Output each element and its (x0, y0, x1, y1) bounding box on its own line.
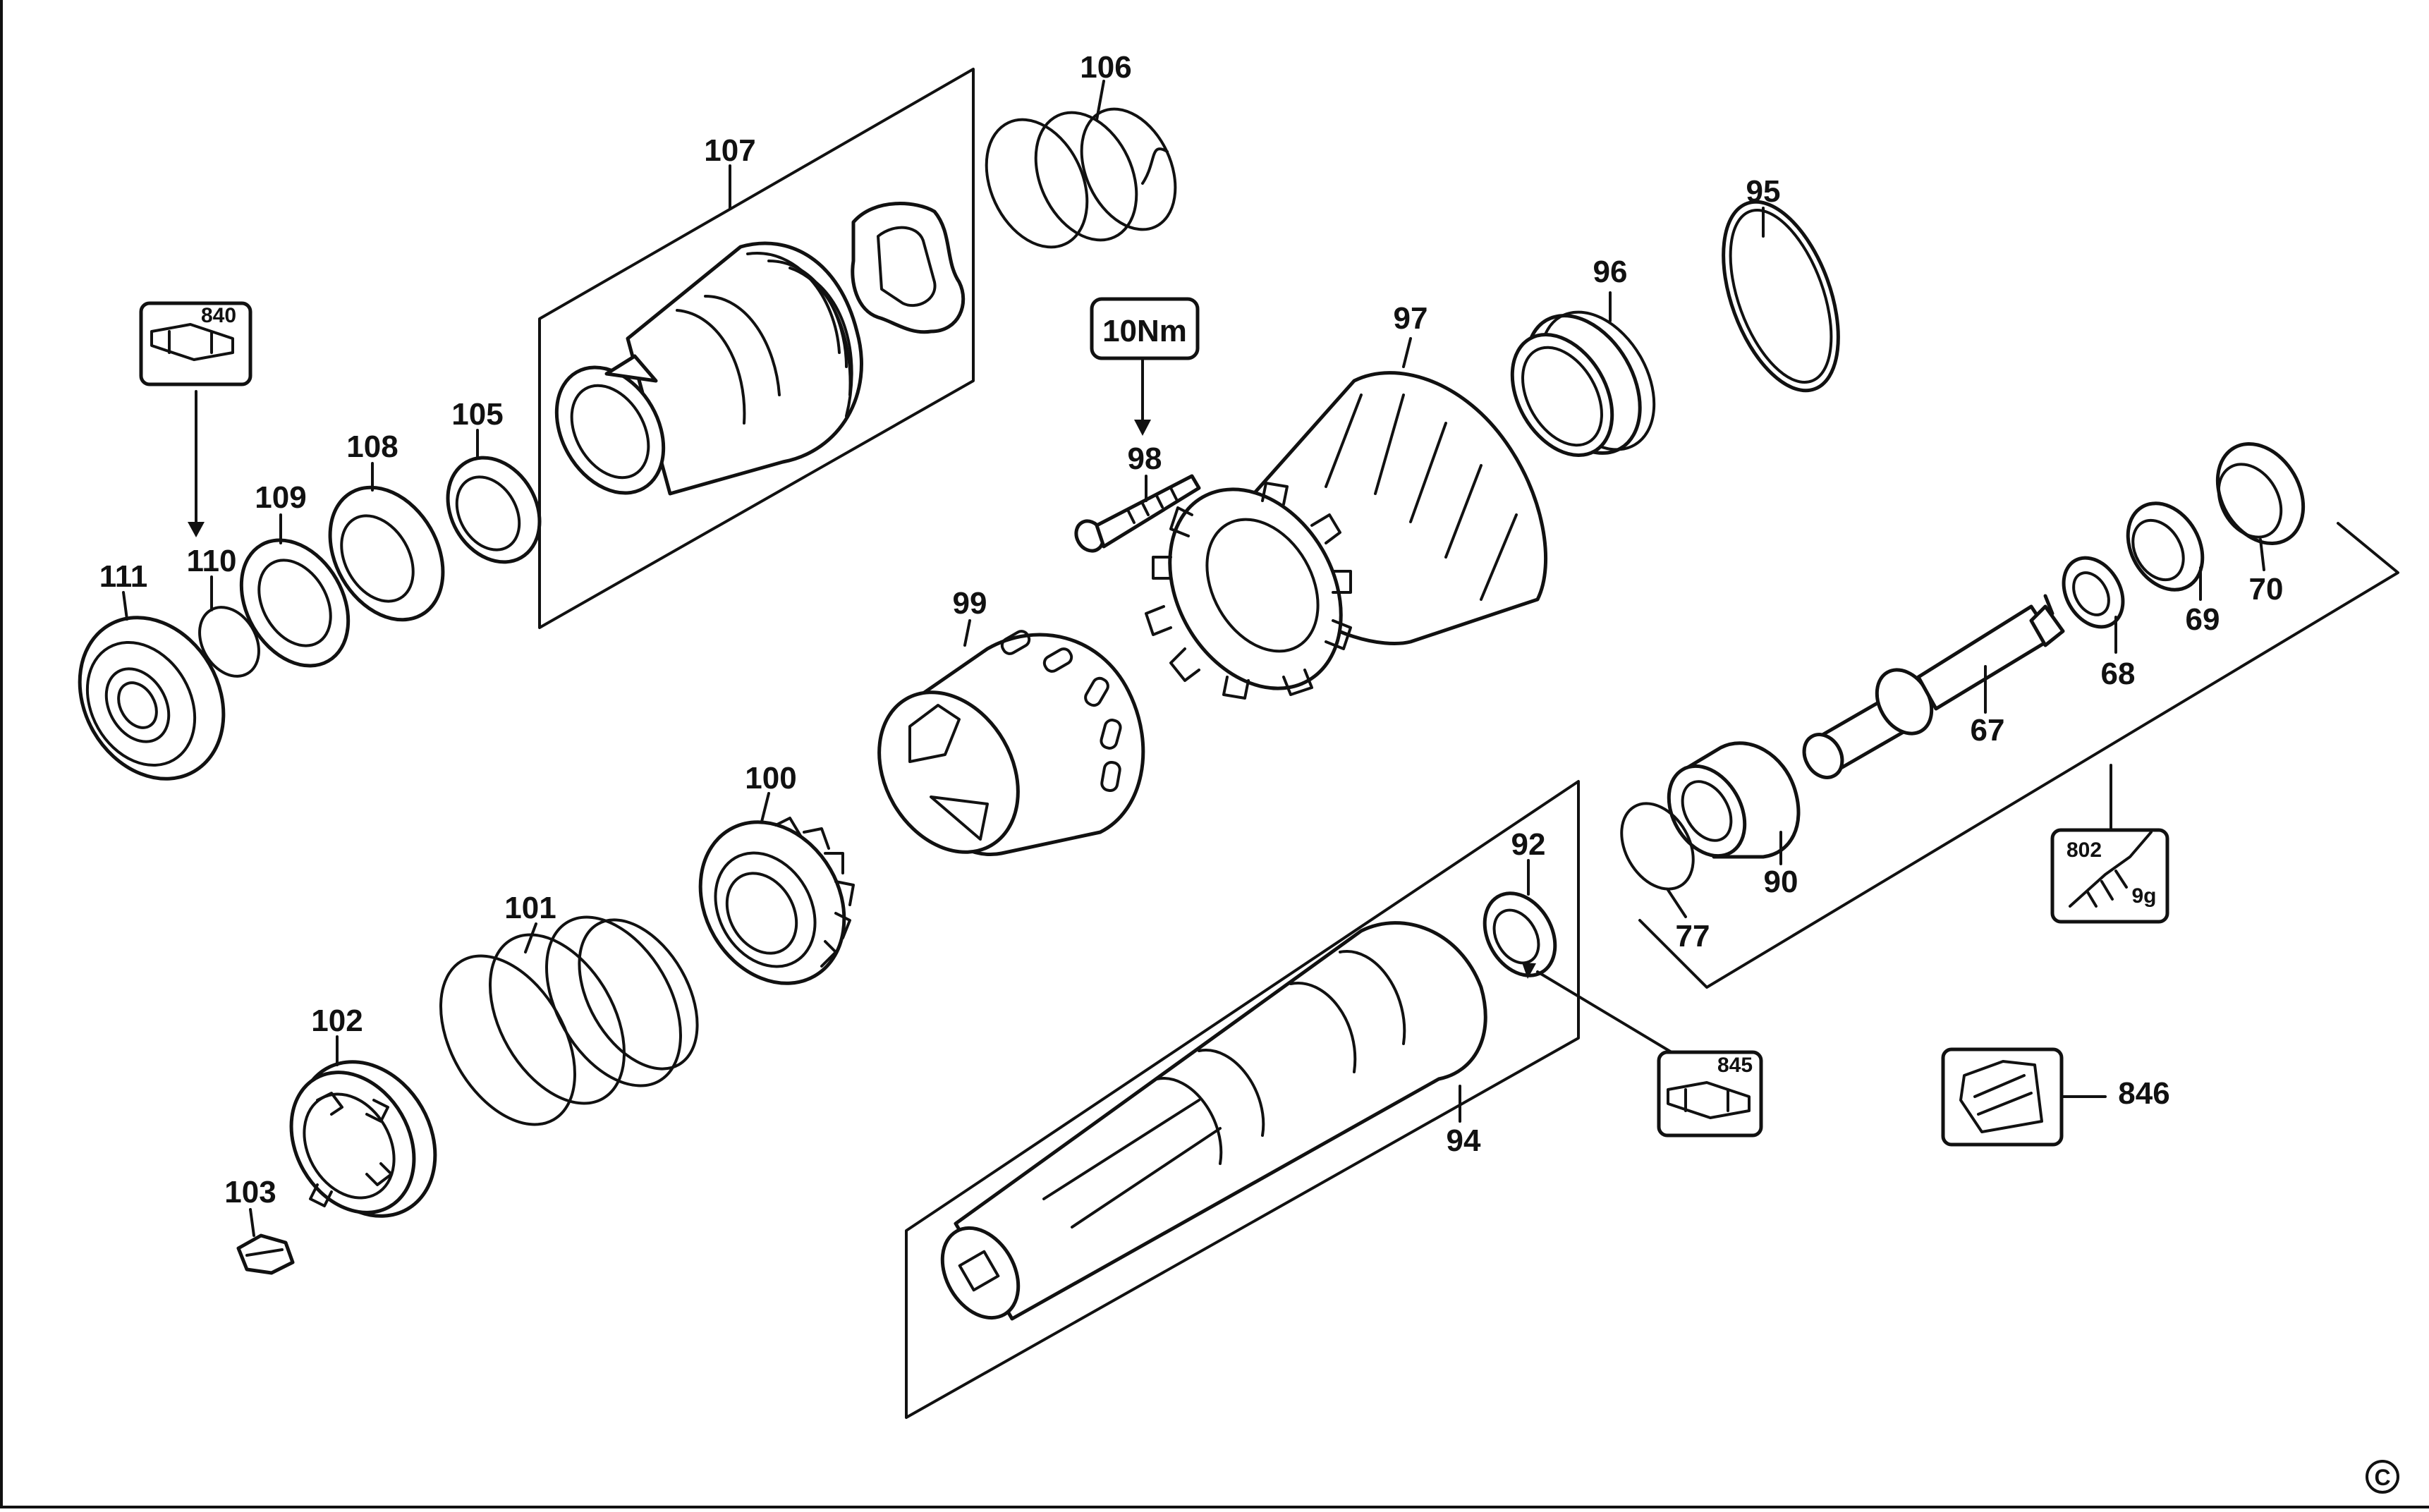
part-102-chuck-nut (289, 1060, 437, 1218)
leader-103 (249, 1208, 255, 1237)
part-92-ring (1483, 891, 1557, 977)
grease-pack-icon (1959, 1060, 2043, 1133)
part-69-ring (2126, 501, 2205, 592)
kit-845-arrow-line (1536, 970, 1676, 1056)
kit-845-box (1657, 1050, 1763, 1138)
label-77: 77 (1676, 919, 1710, 953)
label-111: 111 (99, 559, 148, 594)
part-95-o-ring (1722, 200, 1840, 393)
leader-99 (963, 619, 971, 647)
kit-802-label: 802 (2066, 839, 2102, 862)
leader-77 (1667, 889, 1687, 918)
kit-802-box (2050, 828, 2169, 924)
label-90: 90 (1764, 865, 1798, 899)
part-101-spring (439, 915, 699, 1126)
label-70: 70 (2249, 572, 2284, 606)
part-108-ring (328, 485, 445, 622)
part-97-cone-housing (1145, 371, 1548, 700)
part-111-cap (78, 616, 226, 781)
part-70-ring (2215, 441, 2306, 546)
label-98: 98 (1128, 441, 1162, 476)
kit-67-frame (1638, 522, 2399, 989)
part-94-spindle (940, 921, 1487, 1321)
part-109-washer (239, 538, 351, 668)
kit-840-arrow-head (188, 522, 205, 537)
label-109: 109 (255, 480, 306, 515)
label-94: 94 (1447, 1123, 1481, 1158)
torque-spec-label: 10Nm (1102, 314, 1187, 348)
leader-101 (524, 922, 537, 953)
part-100-gear-ring (698, 817, 855, 985)
part-68-ring (2062, 556, 2125, 629)
part-99-cage (877, 630, 1145, 856)
label-67: 67 (1971, 713, 2005, 748)
kit-845-label: 845 (1717, 1054, 1753, 1077)
label-68: 68 (2101, 657, 2136, 691)
kit-94-frame (905, 780, 1580, 1419)
label-103: 103 (224, 1175, 276, 1209)
copyright-icon (2366, 1460, 2399, 1494)
kit-846-box (1941, 1047, 2064, 1147)
part-107-sleeve (554, 241, 863, 496)
kit-845-arrow-head (1522, 963, 1536, 979)
label-100: 100 (745, 761, 796, 795)
part-96-ring (1510, 310, 1656, 457)
label-107: 107 (704, 133, 755, 168)
copyright-letter: C (2374, 1465, 2390, 1490)
torque-arrow-head (1134, 420, 1151, 436)
kit-840-box (139, 301, 252, 386)
leader-100 (760, 792, 770, 823)
kit-840-label: 840 (201, 304, 236, 327)
label-97: 97 (1394, 301, 1428, 336)
label-102: 102 (311, 1004, 363, 1038)
clip-kit-icon (150, 323, 234, 361)
label-108: 108 (346, 429, 398, 464)
label-101: 101 (504, 891, 556, 925)
label-95: 95 (1746, 174, 1781, 209)
part-106-spring (985, 107, 1177, 249)
part-98-screw (1074, 474, 1201, 553)
label-99: 99 (953, 586, 987, 621)
leader-111 (122, 591, 128, 621)
part-105-ring (446, 456, 542, 564)
part-77-o-ring (1620, 802, 1695, 891)
label-110: 110 (187, 544, 237, 578)
grease-tube-icon (2069, 831, 2153, 908)
part-103-clip (236, 1233, 295, 1275)
leader-70 (2259, 538, 2265, 571)
part-67-striker (1802, 594, 2065, 779)
label-105: 105 (451, 397, 503, 432)
torque-spec-box (1090, 297, 1200, 360)
kit-802-amount: 9g (2131, 884, 2156, 908)
label-96: 96 (1593, 255, 1628, 289)
kit-846-label: 846 (2118, 1076, 2169, 1111)
clip-kit-icon (1667, 1081, 1751, 1119)
label-106: 106 (1080, 50, 1131, 85)
leader-97 (1402, 337, 1412, 368)
label-69: 69 (2186, 602, 2220, 637)
label-92: 92 (1511, 827, 1546, 862)
leader-106 (1095, 80, 1105, 121)
